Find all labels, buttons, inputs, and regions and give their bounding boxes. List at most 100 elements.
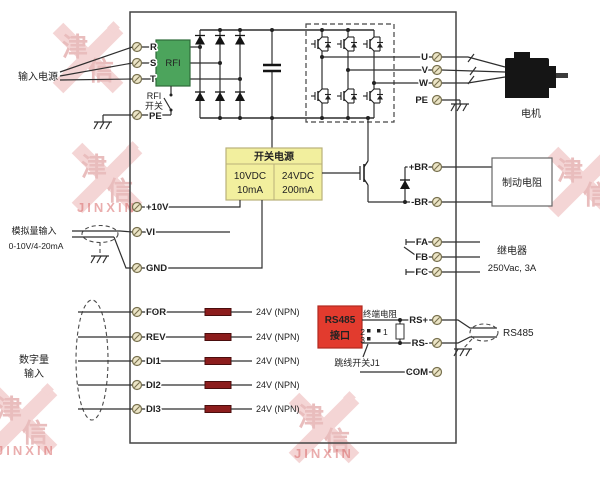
- input-resistor: [204, 308, 232, 316]
- jumper-pin-1-label: 1: [383, 327, 388, 337]
- label-brake-minus: -BR: [411, 197, 428, 208]
- motor-icon: [505, 52, 568, 98]
- label-rev: REV: [146, 332, 166, 343]
- rs485-box-label-1: RS485: [325, 315, 356, 326]
- rs485-cable-shield: [469, 323, 499, 342]
- digital-cable-shield: [75, 299, 109, 421]
- jumper-pin-2-label: 2: [360, 327, 365, 337]
- terminal-di1: [131, 355, 143, 367]
- rfi-box-label: RFI: [165, 58, 180, 69]
- terminal-fa: [431, 236, 443, 248]
- label-pe-out: PE: [415, 95, 428, 106]
- input-resistor: [204, 381, 232, 389]
- terminal-labels: R S T PE +10V VI GND FOR REV DI1 DI2 DI3…: [145, 41, 431, 417]
- terminal-10v: [131, 201, 143, 213]
- watermark-jinxin-text: JINXIN: [77, 200, 137, 215]
- rs485-box-label-2: 接口: [330, 329, 350, 342]
- terminal-fc: [431, 266, 443, 278]
- terminal-fb: [431, 251, 443, 263]
- igbt-module: [305, 23, 433, 123]
- rfi-filter: RFI RFI 开关: [141, 39, 191, 116]
- drive-enclosure-border: [129, 11, 457, 444]
- label-t: T: [150, 74, 156, 85]
- terminal-gnd: [131, 262, 143, 274]
- input-power-section: 输入电源: [18, 46, 133, 130]
- npn-level-label: 24V (NPN): [256, 356, 300, 366]
- digital-row-di2: 24V (NPN): [78, 380, 300, 390]
- terminal-rev: [131, 331, 143, 343]
- input-resistor: [204, 333, 232, 341]
- label-fc: FC: [415, 267, 428, 278]
- label-di2: DI2: [146, 380, 161, 391]
- digital-row-di3: 24V (NPN): [78, 404, 300, 414]
- label-di1: DI1: [146, 356, 162, 367]
- output-pe-ground-icon: [450, 103, 470, 112]
- label-for: FOR: [146, 307, 166, 318]
- relay-output-section: 继电器 250Vac, 3A: [403, 239, 537, 275]
- terminal-di2: [131, 379, 143, 391]
- brake-circuit: 制动电阻: [322, 118, 553, 207]
- jumper-pin-2: [367, 329, 371, 333]
- terminal-w: [431, 77, 443, 89]
- psu-10vdc-label: 10VDC: [234, 171, 266, 182]
- jumper-pin-3-label: 3: [360, 335, 365, 345]
- terminal-t: [131, 73, 143, 85]
- label-di3: DI3: [146, 404, 161, 415]
- label-pe-in: PE: [149, 111, 162, 122]
- terminal-brake-plus: [431, 161, 443, 173]
- analog-shield-ground-icon: [90, 255, 110, 264]
- rfi-switch-label-1: RFI: [147, 91, 162, 101]
- terminal-brake-minus: [431, 196, 443, 208]
- label-rs-minus: RS-: [412, 338, 428, 349]
- digital-input-section: 24V (NPN) 24V (NPN) 24V (NPN) 24V (NPN): [19, 299, 300, 421]
- analog-input-label: 模拟量输入: [11, 225, 56, 236]
- jumper-pin-3: [367, 337, 371, 341]
- npn-level-label: 24V (NPN): [256, 332, 300, 342]
- digital-row-rev: 24V (NPN): [78, 332, 300, 342]
- terminal-rs-plus: [431, 314, 443, 326]
- label-vi: VI: [146, 227, 155, 238]
- terminal-rs-minus: [431, 337, 443, 349]
- terminal-vi: [131, 226, 143, 238]
- junction-dots: [198, 28, 407, 345]
- input-power-label: 输入电源: [18, 70, 58, 83]
- label-u: U: [421, 52, 428, 63]
- label-rs-plus: RS+: [409, 315, 428, 326]
- relay-label: 继电器: [497, 244, 527, 257]
- terminal-s: [131, 57, 143, 69]
- psu-200ma-label: 200mA: [282, 185, 314, 196]
- watermark-jinxin-text: JINXIN: [0, 443, 56, 458]
- terminating-resistor-label: 终端电阻: [363, 309, 398, 319]
- jumper-switch-label: 跳线开关J1: [334, 357, 380, 368]
- terminal-di3: [131, 403, 143, 415]
- label-v: V: [422, 65, 429, 76]
- terminal-for: [131, 306, 143, 318]
- input-resistor: [204, 357, 232, 365]
- jumper-pin-1: [377, 329, 381, 333]
- label-w: W: [419, 78, 428, 89]
- label-10v: +10V: [146, 202, 169, 213]
- rfi-switch-label-2: 开关: [145, 100, 163, 111]
- brake-resistor-label: 制动电阻: [502, 176, 542, 189]
- watermark-layer: JINXIN JINXIN JINXIN: [0, 21, 600, 461]
- psu-10ma-label: 10mA: [237, 185, 263, 196]
- terminating-resistor-icon: [395, 323, 405, 340]
- terminal-v: [431, 64, 443, 76]
- switching-power-supply: 开关电源 10VDC 10mA 24VDC 200mA: [141, 118, 323, 269]
- label-brake-plus: +BR: [409, 162, 428, 173]
- motor-output-section: 电机: [441, 52, 568, 120]
- rs485-cable-label: RS485: [503, 328, 534, 339]
- analog-range-label: 0-10V/4-20mA: [9, 241, 64, 251]
- analog-cable-shield: [81, 224, 119, 244]
- terminal-pe-out: [431, 94, 443, 106]
- npn-level-label: 24V (NPN): [256, 380, 300, 390]
- dc-bus-capacitor: [263, 30, 281, 118]
- watermark-jinxin-text: JINXIN: [294, 446, 354, 461]
- input-resistor: [204, 405, 232, 413]
- brake-resistor-box: [491, 157, 553, 207]
- digital-row-di1: 24V (NPN): [78, 356, 300, 366]
- label-fb: FB: [415, 252, 428, 263]
- digital-row-for: 24V (NPN): [78, 307, 300, 317]
- label-s: S: [150, 58, 156, 69]
